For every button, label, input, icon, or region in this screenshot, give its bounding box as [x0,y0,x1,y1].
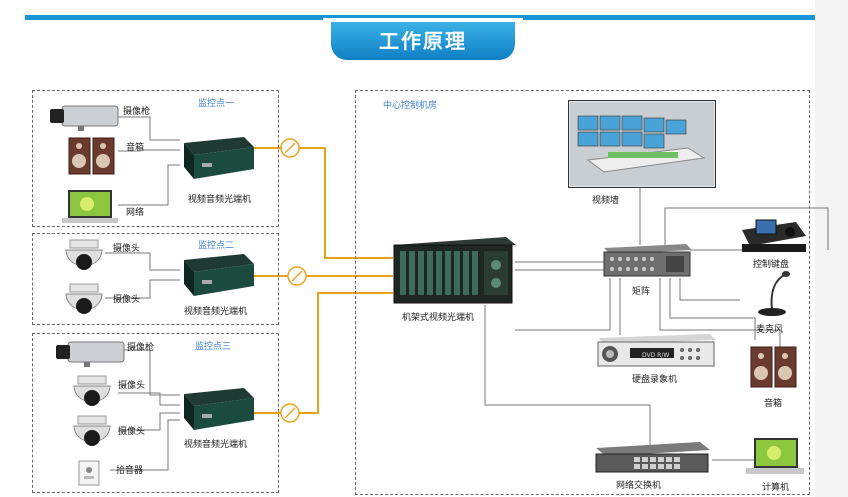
zone-site-2 [32,233,279,325]
zone-site-1 [32,90,279,227]
page-title: 工作原理 [331,22,515,60]
line-mic3 [110,419,180,471]
center-label: 中心控制机房 [383,101,438,111]
dome-camera-icon [65,239,103,270]
optical-transceiver-icon [184,254,254,296]
right-margin [815,0,848,497]
site-1-label: 监控点一 [198,99,235,109]
site-3-device-label: 视频音频光端机 [184,440,248,450]
site-3-item-label: 拾音器 [116,466,144,476]
optical-transceiver-icon [184,137,254,179]
line-cam2b [105,279,180,299]
keyboard-label: 控制键盘 [753,260,790,270]
site-1-item-label: 音箱 [126,143,145,153]
pickup-mic-icon [78,460,100,486]
camera-gun-icon [56,341,125,367]
laptop-icon [62,190,118,223]
dvr-label: 硬盘录象机 [632,375,678,385]
zone-site-3 [32,333,279,493]
matrix-label: 矩阵 [632,287,651,297]
header-bar [25,15,815,20]
speaker-icon [750,346,797,388]
line-cam3c [118,412,180,431]
site-3-item-label: 摄像枪 [127,343,155,353]
site-2-device-label: 视频音频光端机 [184,307,248,317]
computer-label: 计算机 [762,483,790,493]
line-network1 [118,164,180,206]
optical-transceiver-icon [184,388,254,430]
video-wall-label: 视频墙 [592,196,620,206]
camera-gun-icon [50,105,119,131]
site-2-item-label: 摄像头 [113,295,141,305]
site-1-item-label: 摄像枪 [123,107,151,117]
line-cam1 [118,116,180,141]
microphone-label: 麦克风 [756,325,784,335]
dvr-brand: DVD R/W [642,352,670,359]
site-1-item-label: 网络 [126,208,145,218]
control-keyboard-icon [742,219,806,252]
site-1-device-label: 视频音频光端机 [188,195,252,205]
site-2-item-label: 摄像头 [113,244,141,254]
matrix-icon [603,244,692,277]
laptop-icon [746,438,804,474]
video-wall-icon [568,100,716,188]
line-cam2a [105,252,180,271]
dvr-icon [597,334,716,367]
line-cam3b [118,392,180,406]
site-3-label: 监控点三 [195,342,232,352]
dome-camera-icon [73,375,111,406]
dome-camera-icon [73,415,111,446]
speaker-label: 音箱 [764,399,783,409]
title-tab: 工作原理 [323,18,523,64]
site-3-item-label: 摄像头 [118,381,146,391]
zone-center [355,90,810,495]
dome-camera-icon [65,283,103,314]
network-switch-icon [595,442,710,473]
site-3-item-label: 摄像头 [118,427,146,437]
microphone-icon [758,271,790,316]
rack-label: 机架式视频光端机 [402,313,475,323]
line-speaker1 [118,149,180,152]
site-2-label: 监控点二 [198,241,235,251]
line-cam3a [118,349,180,396]
rack-transceiver-icon [393,237,516,304]
switch-label: 网络交换机 [616,481,662,491]
speaker-icon [68,137,115,175]
